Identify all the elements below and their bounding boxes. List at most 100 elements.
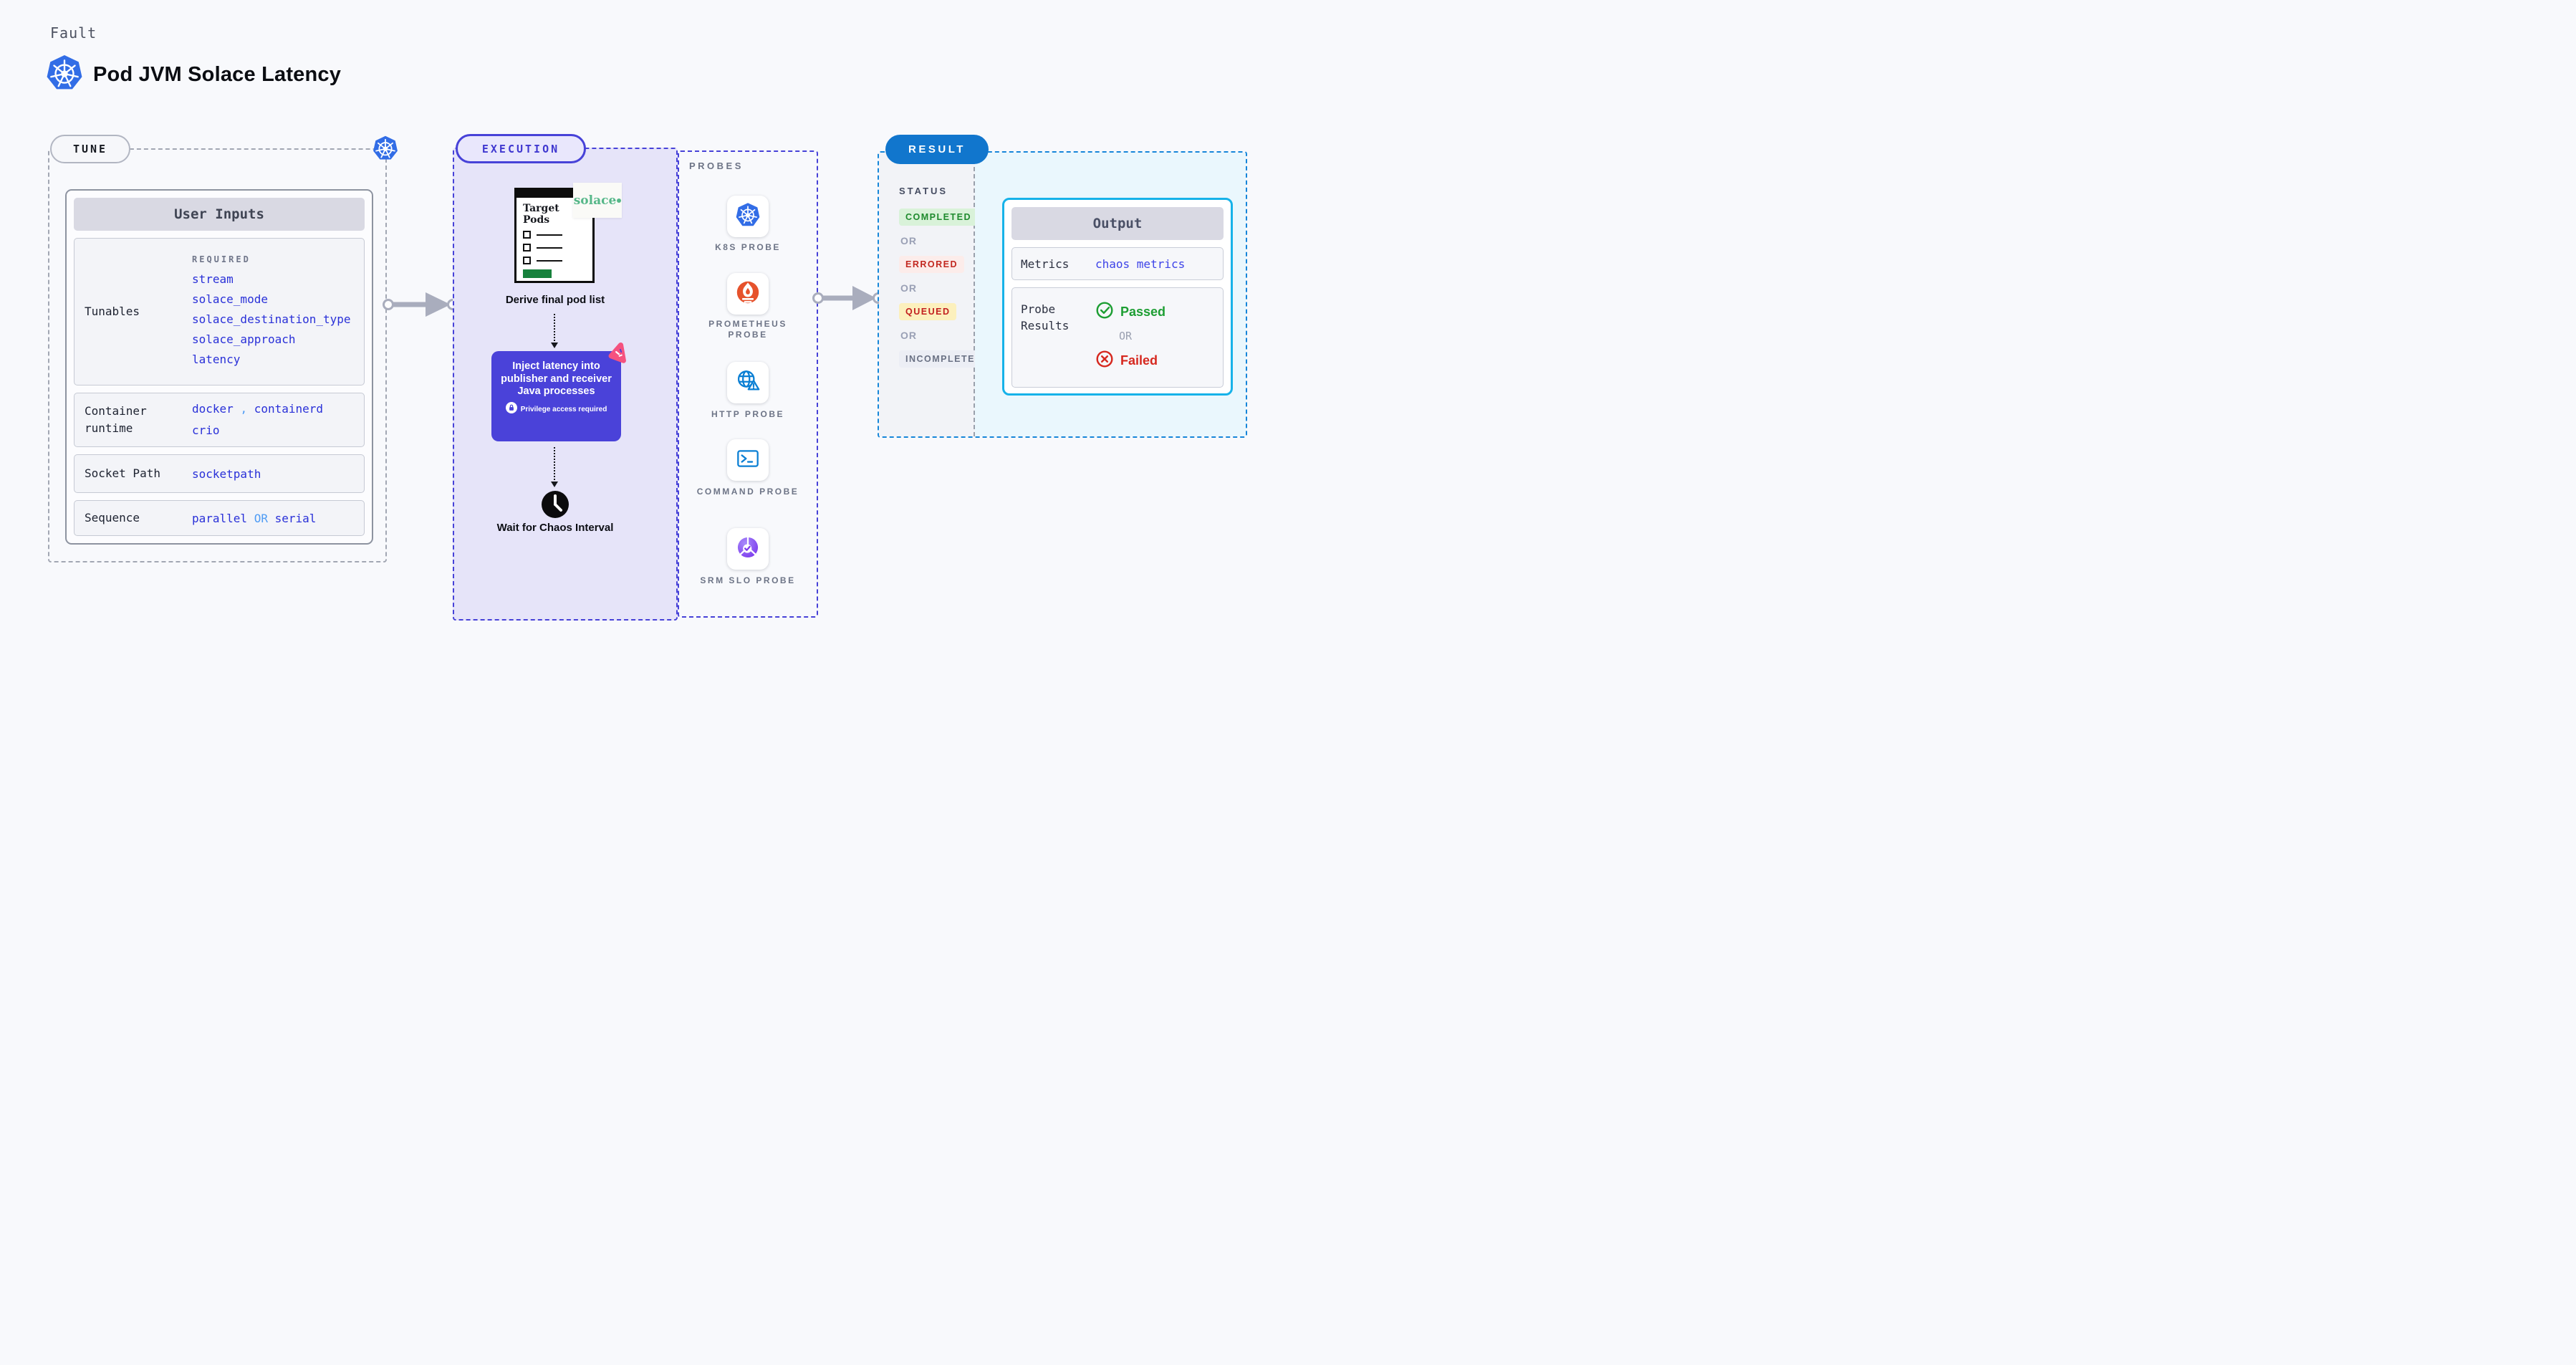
passed-row: Passed (1095, 301, 1166, 322)
execution-to-result-arrow (812, 286, 884, 310)
srm-slo-probe-card (727, 528, 769, 570)
failed-row: Failed (1095, 350, 1166, 371)
tunable-item: solace_mode (192, 292, 268, 306)
runtime-value: containerd (254, 402, 324, 416)
failed-text: Failed (1120, 353, 1158, 368)
sequence-or: OR (254, 511, 268, 525)
probe-results-label: Probe Results (1021, 302, 1070, 332)
probe-label: SRM SLO PROBE (700, 575, 796, 585)
flow-down-arrow (550, 314, 558, 348)
list-line (537, 234, 562, 236)
tunables-values: REQUIRED stream solace_mode solace_desti… (192, 254, 351, 370)
checkbox-icon (523, 257, 531, 264)
socket-path-value: socketpath (192, 466, 261, 481)
runtime-separator: , (240, 402, 248, 416)
list-line (537, 246, 562, 249)
pod-list-item (523, 244, 586, 252)
metrics-value: chaos metrics (1095, 257, 1186, 271)
status-badge-errored: ERRORED (899, 256, 965, 273)
metrics-label: Metrics (1021, 257, 1070, 271)
k8s-probe-card (727, 196, 769, 237)
prometheus-icon (734, 279, 761, 310)
status-badge-incompleted: INCOMPLETED (899, 350, 989, 368)
status-badge-queued: QUEUED (899, 303, 957, 320)
prometheus-probe-card (727, 273, 769, 315)
sequence-value: serial (274, 511, 317, 525)
fault-kind-label: Fault (50, 24, 97, 42)
fault-diagram: Fault Pod JVM Solace Latency TUNE (0, 0, 1288, 682)
tune-section-border (48, 148, 387, 562)
pod-list-item (523, 231, 586, 239)
probe-results-row: Probe Results Passed OR (1011, 287, 1224, 388)
list-line (537, 259, 562, 262)
inject-latency-text: Inject latency into publisher and receiv… (501, 360, 612, 397)
tunable-item: stream (192, 272, 234, 286)
tunable-item: solace_destination_type (192, 312, 351, 326)
status-column: STATUS COMPLETED OR ERRORED OR QUEUED OR… (879, 153, 989, 436)
status-or: OR (900, 330, 917, 341)
checkbox-icon (523, 244, 531, 252)
checkbox-icon (523, 231, 531, 239)
solace-logo: solace (573, 183, 622, 218)
privilege-note: Privilege access required (497, 401, 615, 417)
window-titlebar (516, 190, 592, 198)
http-probe-card (727, 362, 769, 403)
required-label: REQUIRED (192, 254, 251, 264)
passed-text: Passed (1120, 304, 1166, 319)
container-runtime-values: docker , containerd crio (192, 398, 323, 441)
tune-to-execution-arrow (383, 292, 458, 317)
globe-warning-icon (734, 368, 761, 398)
terminal-icon (734, 445, 761, 476)
probe-label: PROMETHEUS PROBE (708, 319, 787, 340)
result-section-label: RESULT (885, 135, 989, 164)
status-label: STATUS (899, 186, 948, 196)
kubernetes-icon (373, 135, 398, 161)
kubernetes-icon (734, 201, 761, 232)
metrics-row: Metrics chaos metrics (1011, 247, 1224, 280)
socket-path-row: Socket Path socketpath (74, 454, 365, 493)
container-runtime-row: Container runtime docker , containerd cr… (74, 393, 365, 447)
probe-results-values: Passed OR Failed (1095, 301, 1166, 371)
x-circle-icon (1095, 350, 1114, 371)
derive-pod-list-caption: Derive final pod list (505, 294, 605, 306)
target-pods-title: Target Pods (523, 203, 559, 226)
probe-label: HTTP PROBE (711, 409, 785, 419)
page-header: Pod JVM Solace Latency (46, 54, 341, 95)
socket-path-label: Socket Path (85, 466, 160, 480)
chaos-litmus-icon (607, 342, 630, 368)
kubernetes-icon (46, 54, 83, 95)
sequence-value: parallel (192, 511, 248, 525)
sequence-row: Sequence parallel OR serial (74, 500, 365, 536)
status-or: OR (900, 235, 917, 246)
execution-section-label: EXECUTION (456, 134, 586, 163)
clock-icon (541, 490, 569, 522)
pod-list-item (523, 257, 586, 264)
page-title: Pod JVM Solace Latency (93, 63, 342, 86)
user-inputs-header: User Inputs (74, 198, 365, 231)
output-header: Output (1011, 207, 1224, 240)
status-or: OR (900, 282, 917, 294)
user-inputs-card: User Inputs Tunables REQUIRED stream sol… (65, 189, 373, 545)
wait-chaos-interval-caption: Wait for Chaos Interval (496, 522, 614, 534)
probes-section-label: PROBES (689, 161, 744, 171)
solace-dot-icon (617, 198, 622, 203)
inject-latency-step: Inject latency into publisher and receiv… (491, 342, 626, 441)
tune-section-label: TUNE (50, 135, 130, 163)
tunable-item: latency (192, 352, 241, 366)
probe-results-or: OR (1119, 330, 1133, 343)
output-card: Output Metrics chaos metrics Probe Resul… (1002, 198, 1233, 396)
tunables-row: Tunables REQUIRED stream solace_mode sol… (74, 238, 365, 385)
flow-down-arrow (550, 447, 558, 487)
pie-check-icon (734, 534, 761, 565)
probe-label: K8S PROBE (715, 242, 781, 252)
lock-icon (505, 401, 517, 417)
probe-label: COMMAND PROBE (696, 487, 799, 497)
sequence-label: Sequence (85, 511, 140, 525)
check-circle-icon (1095, 301, 1114, 322)
tunables-label: Tunables (85, 305, 140, 318)
green-button-bar (523, 269, 552, 278)
runtime-value: crio (192, 423, 220, 437)
runtime-value: docker (192, 402, 234, 416)
status-badge-completed: COMPLETED (899, 209, 978, 226)
tunable-item: solace_approach (192, 332, 296, 346)
